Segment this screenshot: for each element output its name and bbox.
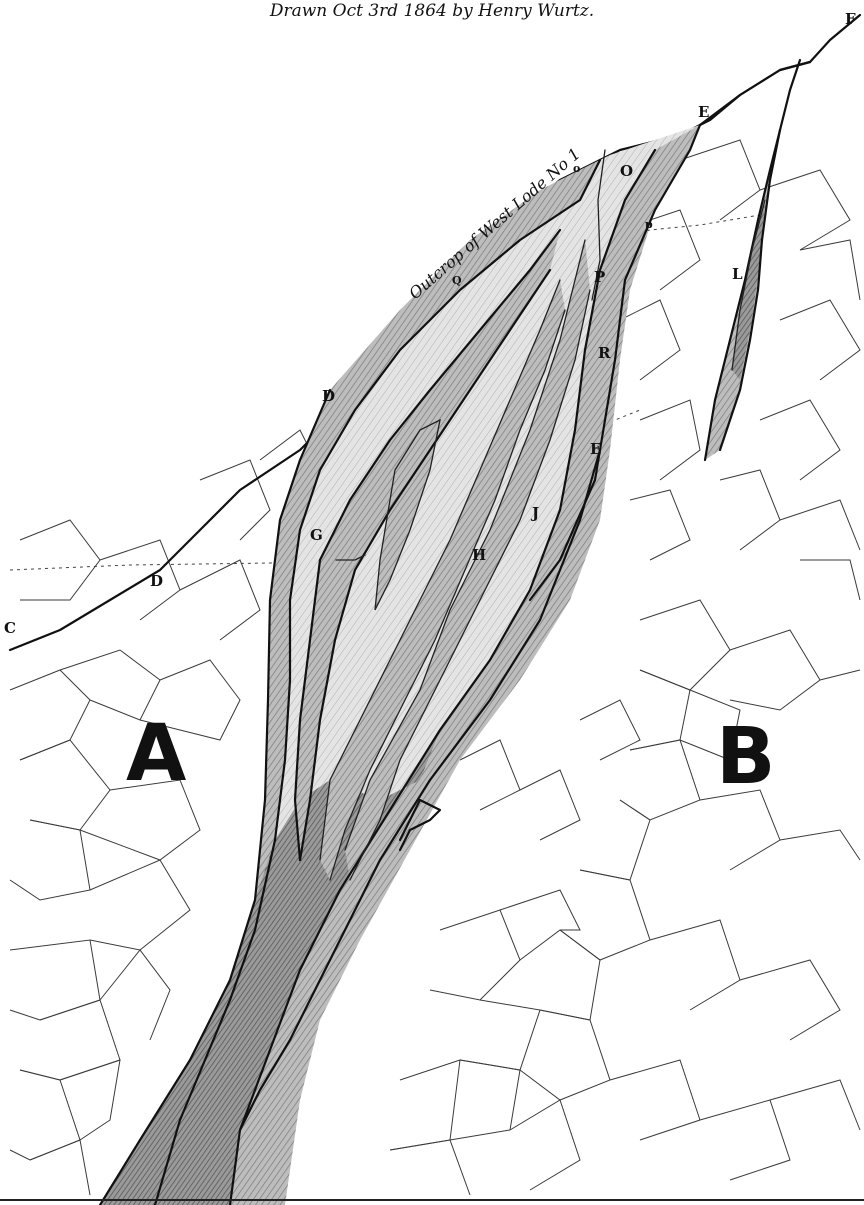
label-R: R [598, 344, 611, 362]
credit-caption: Drawn Oct 3rd 1864 by Henry Wurtz. [269, 1, 594, 21]
label-F: F [845, 10, 856, 28]
label-E-mid: E [590, 440, 601, 458]
label-o-small: o [573, 162, 580, 175]
label-P: P [594, 268, 605, 286]
label-L: L [732, 265, 743, 283]
label-Q: Q [452, 274, 462, 287]
label-O: O [620, 162, 633, 180]
label-p-small: p [645, 218, 653, 231]
label-E-top: E [698, 103, 709, 121]
label-H: H [472, 546, 486, 564]
label-D-lower: D [150, 572, 163, 590]
label-G: G [310, 526, 323, 544]
label-C: C [4, 619, 16, 637]
region-label-B: B [716, 712, 775, 802]
label-D-upper: D [322, 387, 335, 405]
region-label-A: A [126, 709, 186, 799]
label-J: J [530, 504, 539, 522]
